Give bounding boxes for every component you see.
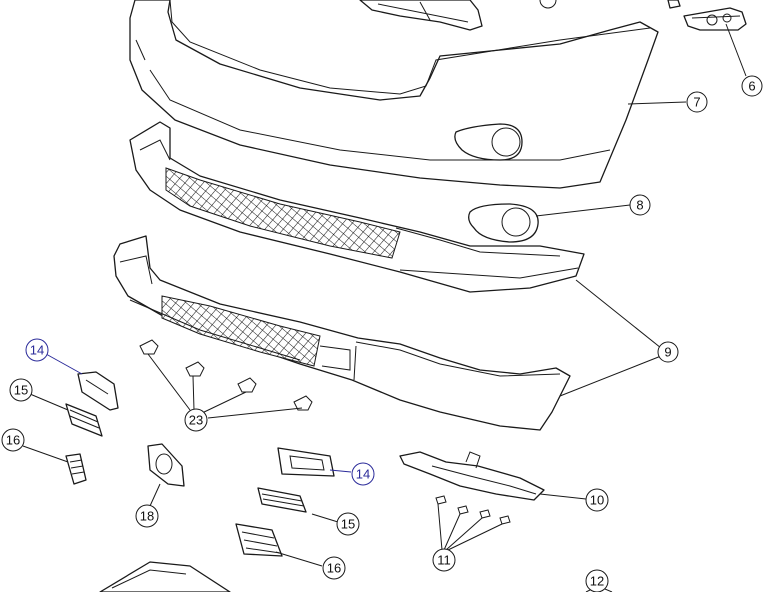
upper-fascia-part-7 — [129, 0, 659, 189]
callout-14-left: 14 — [25, 338, 49, 362]
callout-5-partial — [539, 0, 557, 9]
svg-text:6: 6 — [748, 79, 755, 94]
top-right-clip-part — [667, 0, 681, 9]
grille-strip-part-15-left — [65, 403, 103, 437]
callout-23: 23 — [184, 408, 208, 432]
svg-text:11: 11 — [437, 553, 451, 568]
svg-text:15: 15 — [341, 517, 355, 532]
callout-15-left: 15 — [9, 378, 33, 402]
bracket-part-10 — [399, 451, 545, 501]
callout-16-left: 16 — [1, 428, 25, 452]
callout-12: 12 — [585, 569, 609, 592]
bezel-part-14-left — [77, 371, 119, 411]
upper-bracket-part — [359, 0, 483, 31]
callout-6: 6 — [741, 75, 763, 97]
bezel-part-14-right — [277, 447, 335, 477]
callout-16-right: 16 — [322, 556, 346, 580]
svg-text:9: 9 — [664, 345, 671, 360]
grille-insert-part-9-upper — [129, 121, 585, 293]
callout-7: 7 — [686, 91, 708, 113]
svg-text:16: 16 — [327, 561, 341, 576]
svg-text:14: 14 — [356, 467, 370, 482]
callout-11: 11 — [432, 548, 456, 572]
callout-18: 18 — [135, 504, 159, 528]
callout-8: 8 — [629, 194, 651, 216]
fog-bezel-part-8 — [468, 203, 539, 243]
svg-text:18: 18 — [140, 509, 154, 524]
svg-text:12: 12 — [590, 574, 604, 589]
svg-text:10: 10 — [590, 493, 604, 508]
screws-part-11 — [435, 495, 511, 525]
callout-10: 10 — [585, 488, 609, 512]
svg-text:8: 8 — [636, 198, 643, 213]
clips-part-23 — [139, 339, 313, 411]
callout-14-right: 14 — [351, 462, 375, 486]
bracket-part-6 — [683, 7, 747, 31]
grille-strip-part-15-right — [257, 487, 307, 513]
callout-9: 9 — [657, 341, 679, 363]
bezel-part-18 — [147, 443, 185, 487]
svg-text:23: 23 — [189, 413, 203, 428]
skid-plate-part — [99, 561, 231, 592]
lower-fascia-part-9 — [113, 235, 571, 431]
svg-text:7: 7 — [693, 95, 700, 110]
leader-lines — [22, 23, 747, 567]
bracket-part-16-left — [65, 453, 87, 485]
svg-text:15: 15 — [14, 383, 28, 398]
svg-text:14: 14 — [30, 343, 44, 358]
callout-15-right: 15 — [336, 512, 360, 536]
svg-text:16: 16 — [6, 433, 20, 448]
bracket-part-16-right — [235, 523, 283, 557]
